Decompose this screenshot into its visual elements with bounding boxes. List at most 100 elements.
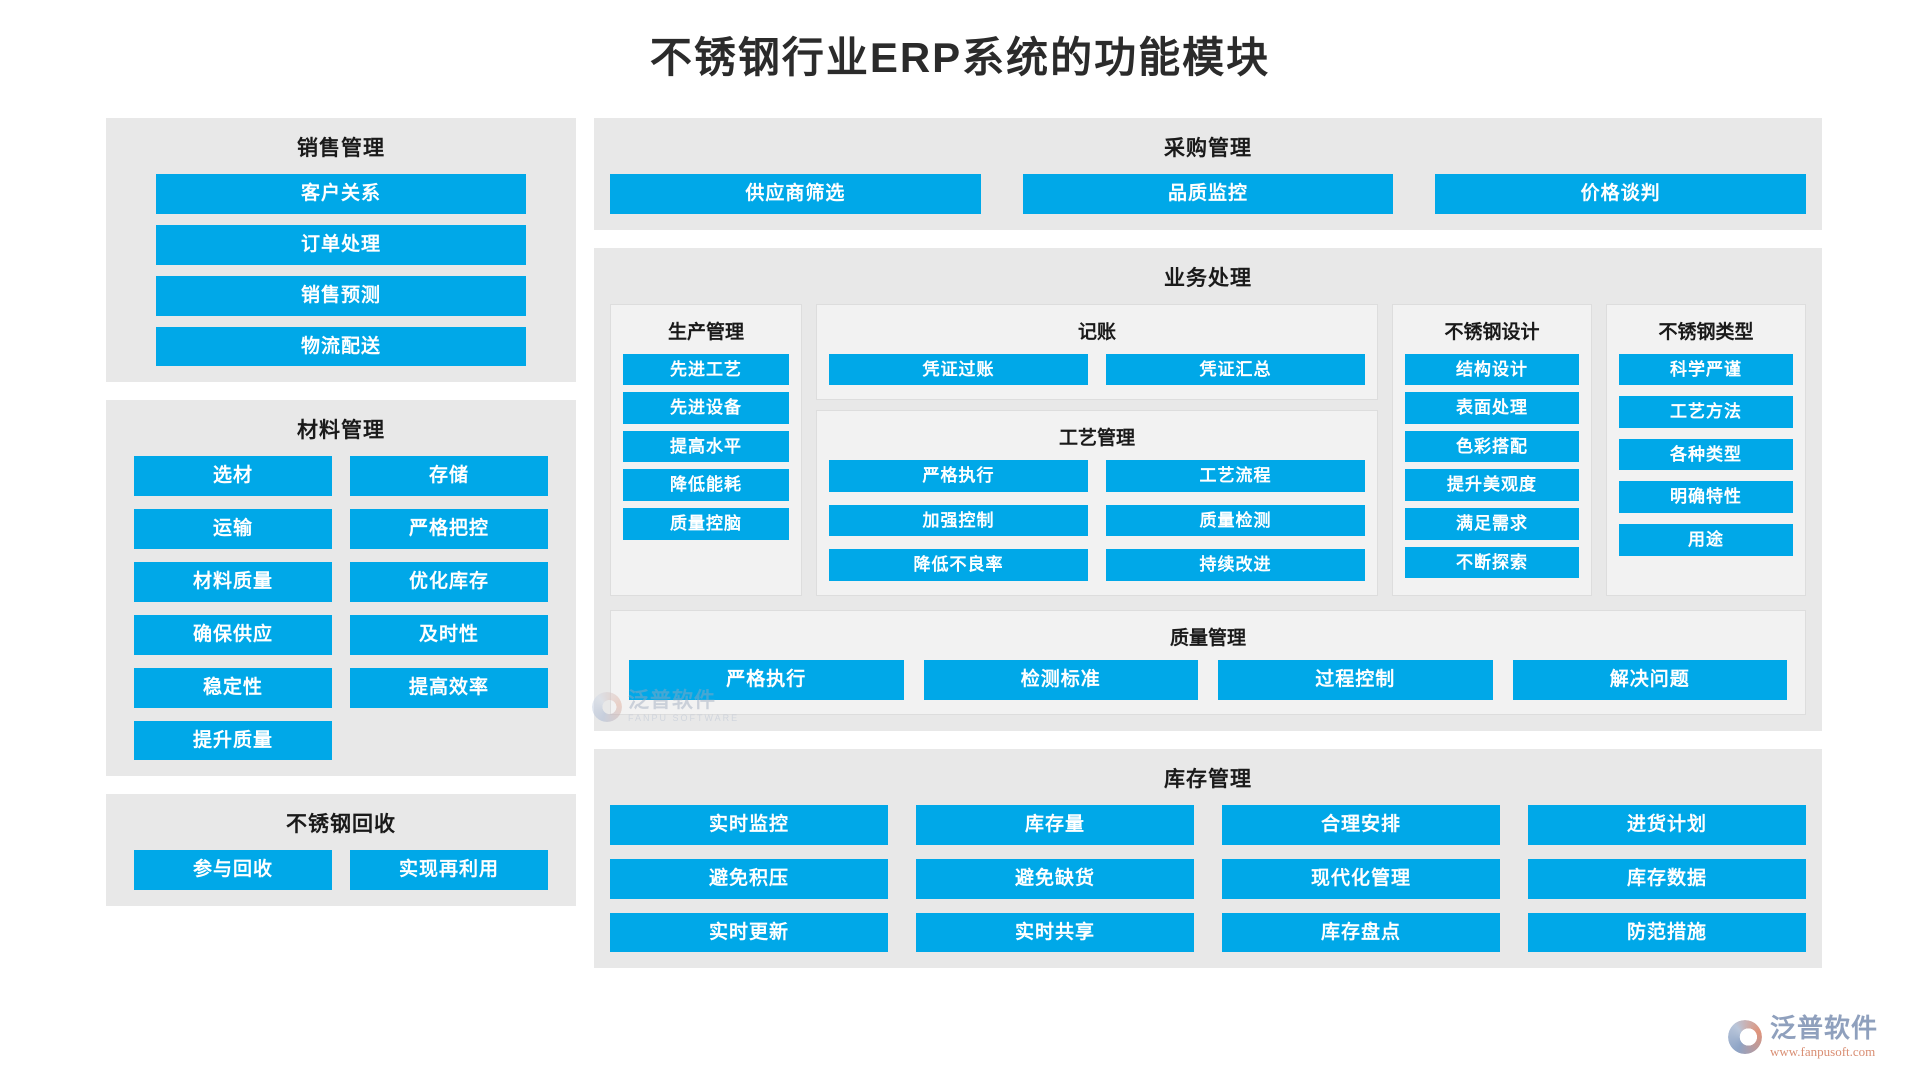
left-column: 销售管理 客户关系 订单处理 销售预测 物流配送 材料管理 选材 存储 运输 严… bbox=[106, 118, 576, 1038]
chip-process-4[interactable]: 降低不良率 bbox=[829, 549, 1088, 582]
chip-inventory-11[interactable]: 防范措施 bbox=[1528, 912, 1806, 953]
chip-quality-1[interactable]: 检测标准 bbox=[923, 660, 1198, 700]
chip-material-3[interactable]: 严格把控 bbox=[350, 509, 548, 550]
panel-title-business: 业务处理 bbox=[1164, 266, 1252, 290]
chip-accounting-1[interactable]: 凭证汇总 bbox=[1106, 353, 1365, 386]
panel-steel-recycling: 不锈钢回收 参与回收 实现再利用 bbox=[106, 794, 576, 907]
chip-material-1[interactable]: 存储 bbox=[350, 456, 548, 497]
panel-material-management: 材料管理 选材 存储 运输 严格把控 材料质量 优化库存 确保供应 及时性 稳定… bbox=[106, 400, 576, 777]
chip-material-9[interactable]: 提高效率 bbox=[350, 667, 548, 708]
chip-inventory-6[interactable]: 现代化管理 bbox=[1222, 858, 1500, 899]
chip-inventory-1[interactable]: 库存量 bbox=[916, 804, 1194, 845]
chip-production-3[interactable]: 降低能耗 bbox=[623, 469, 789, 502]
panel-title-material: 材料管理 bbox=[297, 419, 385, 443]
design-items-list: 结构设计 表面处理 色彩搭配 提升美观度 满足需求 不断探索 bbox=[1405, 353, 1579, 579]
chip-inventory-5[interactable]: 避免缺货 bbox=[916, 858, 1194, 899]
subpanel-accounting: 记账 凭证过账 凭证汇总 bbox=[816, 303, 1378, 401]
chip-process-5[interactable]: 持续改进 bbox=[1106, 549, 1365, 582]
chip-material-4[interactable]: 材料质量 bbox=[134, 562, 332, 602]
chip-material-2[interactable]: 运输 bbox=[134, 509, 332, 550]
subpanel-production-management: 生产管理 先进工艺 先进设备 提高水平 降低能耗 质量控脑 bbox=[610, 303, 802, 597]
panel-sales-management: 销售管理 客户关系 订单处理 销售预测 物流配送 bbox=[106, 118, 576, 383]
panel-title-purchase: 采购管理 bbox=[1164, 137, 1252, 160]
panel-purchase-management: 采购管理 供应商筛选 品质监控 价格谈判 bbox=[594, 118, 1822, 230]
subpanel-title-production: 生产管理 bbox=[667, 321, 744, 343]
chip-design-4[interactable]: 满足需求 bbox=[1405, 508, 1579, 540]
chip-quality-3[interactable]: 解决问题 bbox=[1512, 660, 1787, 700]
subpanel-steel-type: 不锈钢类型 科学严谨 工艺方法 各种类型 明确特性 用途 bbox=[1606, 303, 1806, 597]
material-items-grid: 选材 存储 运输 严格把控 材料质量 优化库存 确保供应 及时性 稳定性 提高效… bbox=[122, 456, 560, 761]
chip-design-1[interactable]: 表面处理 bbox=[1405, 392, 1579, 424]
brand-name: 泛普软件 bbox=[1769, 1013, 1878, 1043]
chip-material-8[interactable]: 稳定性 bbox=[134, 667, 332, 708]
chip-material-0[interactable]: 选材 bbox=[134, 456, 332, 497]
chip-design-2[interactable]: 色彩搭配 bbox=[1405, 430, 1579, 463]
chip-production-0[interactable]: 先进工艺 bbox=[623, 353, 789, 386]
chip-material-10[interactable]: 提升质量 bbox=[134, 720, 332, 761]
chip-purchase-0[interactable]: 供应商筛选 bbox=[610, 174, 981, 214]
chip-material-5[interactable]: 优化库存 bbox=[350, 562, 548, 602]
chip-process-0[interactable]: 严格执行 bbox=[829, 460, 1088, 492]
subpanel-title-steeltype: 不锈钢类型 bbox=[1658, 321, 1754, 343]
chip-inventory-10[interactable]: 库存盘点 bbox=[1222, 912, 1500, 953]
subpanel-title-process: 工艺管理 bbox=[1058, 428, 1135, 450]
right-column: 采购管理 供应商筛选 品质监控 价格谈判 业务处理 生产管理 先进工艺 bbox=[594, 118, 1822, 1038]
chip-design-5[interactable]: 不断探索 bbox=[1405, 546, 1579, 579]
subpanel-steel-design: 不锈钢设计 结构设计 表面处理 色彩搭配 提升美观度 满足需求 不断探索 bbox=[1392, 303, 1592, 597]
chip-inventory-4[interactable]: 避免积压 bbox=[610, 858, 888, 899]
chip-recycle-1[interactable]: 实现再利用 bbox=[350, 850, 548, 891]
chip-production-1[interactable]: 先进设备 bbox=[623, 392, 789, 424]
chip-sales-2[interactable]: 销售预测 bbox=[156, 275, 526, 316]
production-items-list: 先进工艺 先进设备 提高水平 降低能耗 质量控脑 bbox=[623, 353, 789, 540]
recycle-items-grid: 参与回收 实现再利用 bbox=[122, 850, 560, 891]
purchase-items-grid: 供应商筛选 品质监控 价格谈判 bbox=[610, 174, 1806, 214]
panel-title-sales: 销售管理 bbox=[297, 137, 385, 160]
chip-sales-1[interactable]: 订单处理 bbox=[156, 224, 526, 265]
panel-title-inventory: 库存管理 bbox=[1164, 767, 1252, 791]
process-items-grid: 严格执行 工艺流程 加强控制 质量检测 降低不良率 持续改进 bbox=[829, 460, 1365, 582]
chip-quality-2[interactable]: 过程控制 bbox=[1218, 660, 1493, 700]
panel-title-recycle: 不锈钢回收 bbox=[286, 813, 396, 837]
chip-steeltype-2[interactable]: 各种类型 bbox=[1619, 438, 1793, 471]
subpanel-quality-management: 质量管理 严格执行 检测标准 过程控制 解决问题 bbox=[610, 610, 1806, 715]
chip-quality-0[interactable]: 严格执行 bbox=[629, 660, 904, 700]
business-subpanels: 生产管理 先进工艺 先进设备 提高水平 降低能耗 质量控脑 记账 bbox=[610, 303, 1806, 597]
chip-inventory-7[interactable]: 库存数据 bbox=[1528, 858, 1806, 899]
modules-board: 销售管理 客户关系 订单处理 销售预测 物流配送 材料管理 选材 存储 运输 严… bbox=[106, 118, 1822, 1038]
panel-business-processing: 业务处理 生产管理 先进工艺 先进设备 提高水平 降低能耗 质量控脑 bbox=[594, 247, 1822, 731]
chip-material-7[interactable]: 及时性 bbox=[350, 614, 548, 655]
chip-steeltype-3[interactable]: 明确特性 bbox=[1619, 481, 1793, 514]
chip-production-2[interactable]: 提高水平 bbox=[623, 430, 789, 463]
subpanel-title-design: 不锈钢设计 bbox=[1444, 321, 1540, 343]
chip-purchase-2[interactable]: 价格谈判 bbox=[1435, 174, 1806, 214]
chip-production-4[interactable]: 质量控脑 bbox=[623, 508, 789, 540]
chip-recycle-0[interactable]: 参与回收 bbox=[134, 850, 332, 891]
business-middle-column: 记账 凭证过账 凭证汇总 工艺管理 严格执行 工艺流程 加强控制 bbox=[816, 303, 1378, 597]
chip-inventory-2[interactable]: 合理安排 bbox=[1222, 804, 1500, 845]
chip-process-1[interactable]: 工艺流程 bbox=[1106, 460, 1365, 492]
chip-sales-3[interactable]: 物流配送 bbox=[156, 326, 526, 367]
sales-items-list: 客户关系 订单处理 销售预测 物流配送 bbox=[122, 174, 560, 367]
chip-steeltype-4[interactable]: 用途 bbox=[1619, 524, 1793, 556]
chip-accounting-0[interactable]: 凭证过账 bbox=[829, 353, 1088, 386]
brand-logo-text: 泛普软件 www.fanpusoft.com bbox=[1770, 1015, 1878, 1058]
accounting-items-grid: 凭证过账 凭证汇总 bbox=[829, 353, 1365, 386]
steeltype-items-list: 科学严谨 工艺方法 各种类型 明确特性 用途 bbox=[1619, 353, 1793, 556]
chip-design-0[interactable]: 结构设计 bbox=[1405, 353, 1579, 386]
chip-sales-0[interactable]: 客户关系 bbox=[156, 174, 526, 214]
panel-inventory-management: 库存管理 实时监控 库存量 合理安排 进货计划 避免积压 避免缺货 现代化管理 … bbox=[594, 748, 1822, 969]
chip-inventory-3[interactable]: 进货计划 bbox=[1528, 804, 1806, 845]
chip-purchase-1[interactable]: 品质监控 bbox=[1022, 174, 1394, 214]
quality-items-grid: 严格执行 检测标准 过程控制 解决问题 bbox=[623, 660, 1793, 700]
chip-inventory-0[interactable]: 实时监控 bbox=[610, 804, 888, 845]
chip-process-3[interactable]: 质量检测 bbox=[1106, 504, 1365, 537]
chip-inventory-9[interactable]: 实时共享 bbox=[916, 912, 1194, 953]
chip-material-6[interactable]: 确保供应 bbox=[134, 614, 332, 655]
chip-inventory-8[interactable]: 实时更新 bbox=[610, 912, 888, 953]
chip-process-2[interactable]: 加强控制 bbox=[829, 504, 1088, 537]
brand-logo: 泛普软件 www.fanpusoft.com bbox=[1727, 1015, 1878, 1058]
chip-steeltype-0[interactable]: 科学严谨 bbox=[1619, 353, 1793, 386]
chip-steeltype-1[interactable]: 工艺方法 bbox=[1619, 396, 1793, 428]
chip-design-3[interactable]: 提升美观度 bbox=[1405, 469, 1579, 502]
